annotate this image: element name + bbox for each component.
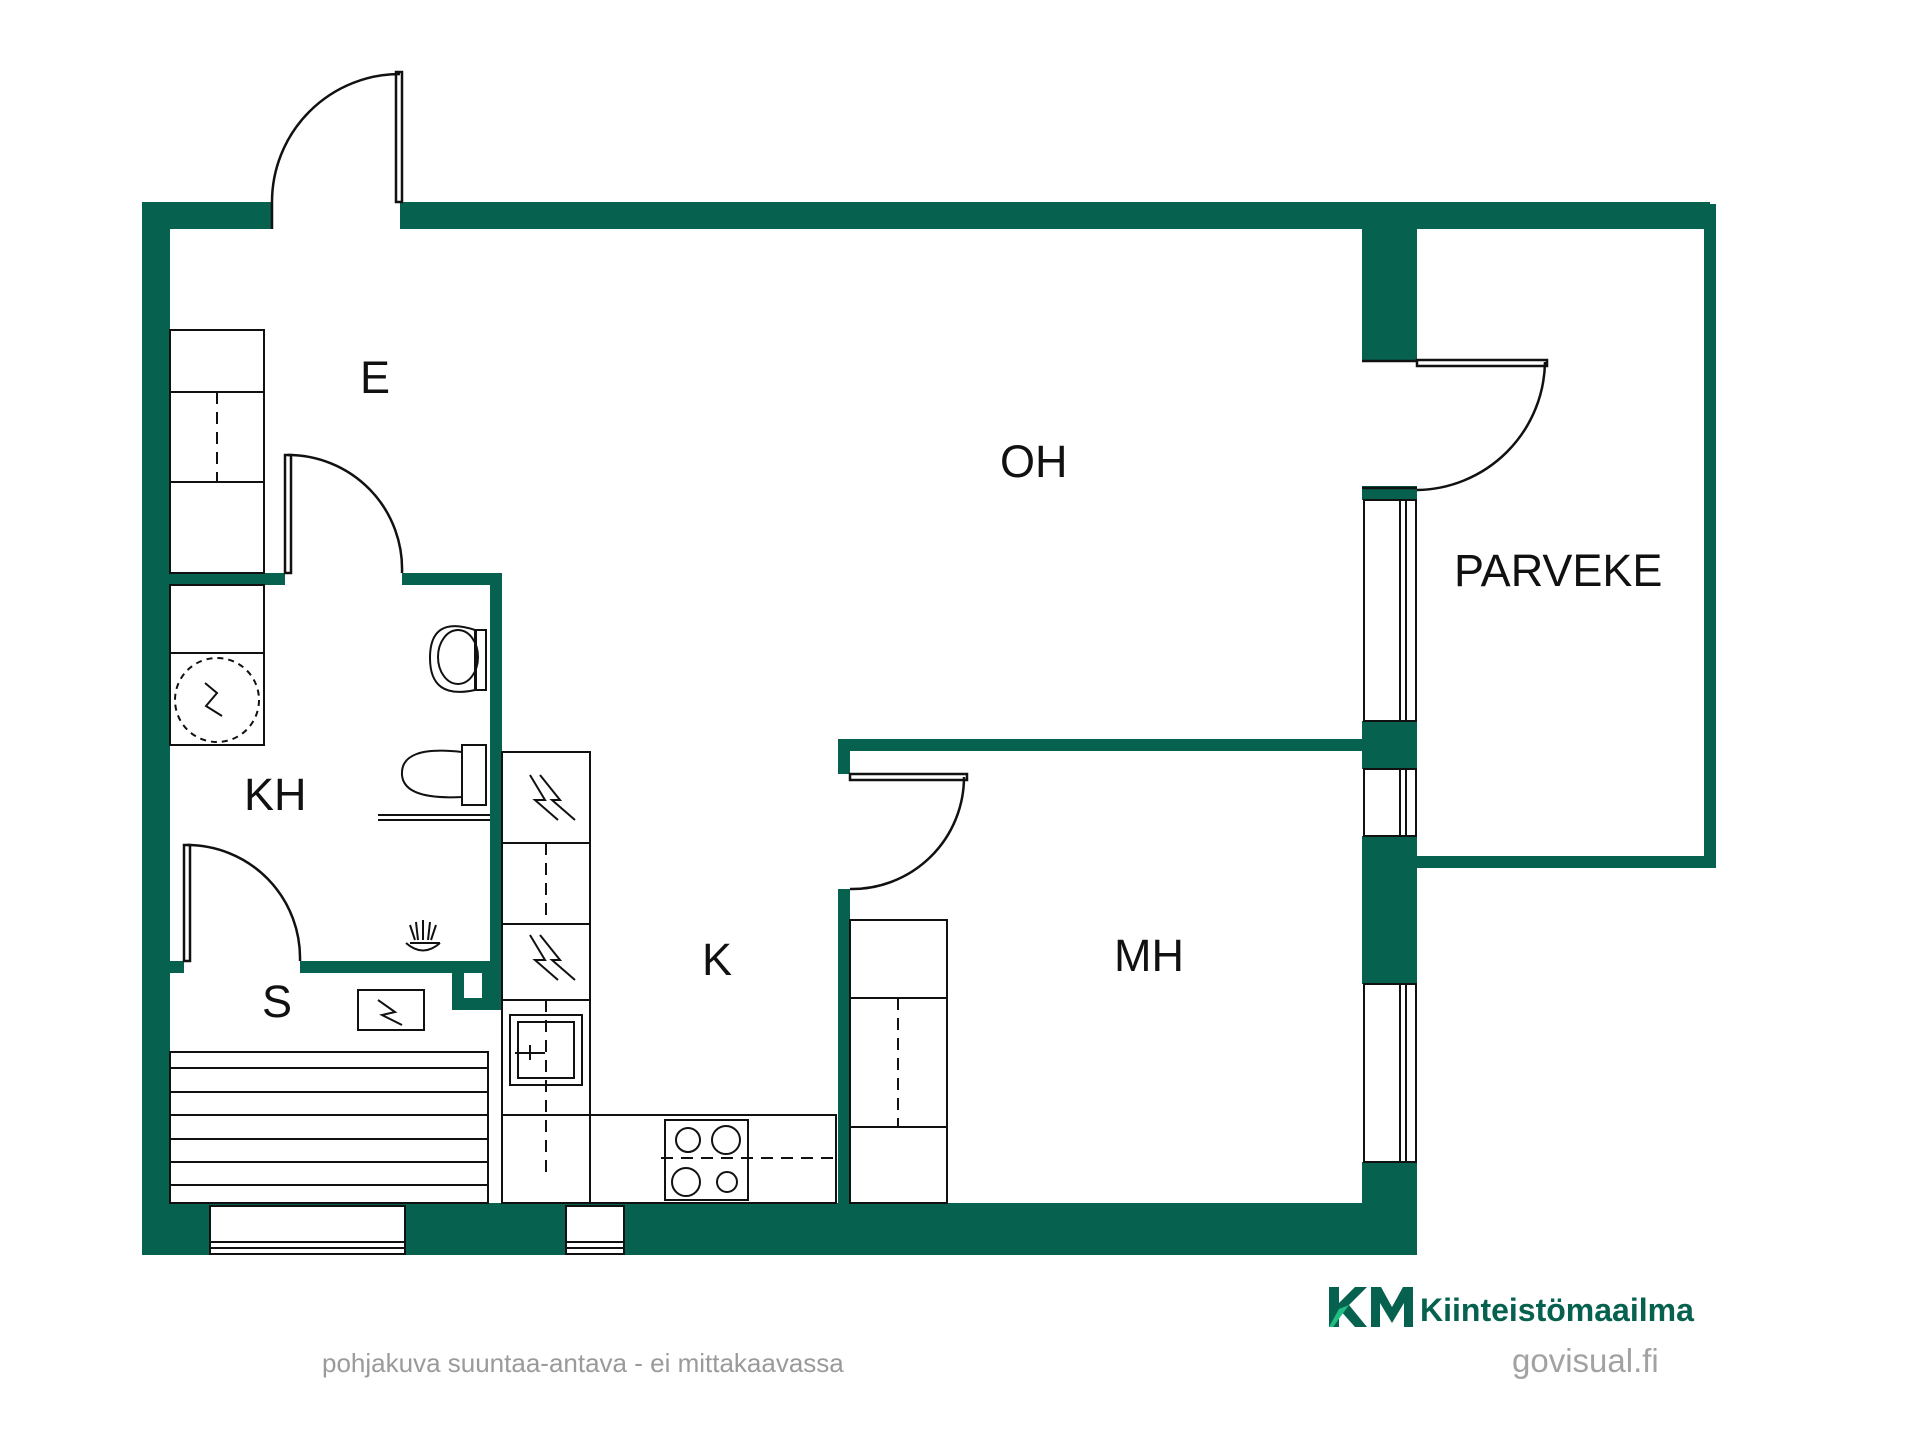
room-label-balcony: PARVEKE bbox=[1454, 545, 1662, 596]
right-windows bbox=[1363, 499, 1417, 1163]
bedroom-wardrobe bbox=[849, 919, 948, 1204]
room-label-living-room: OH bbox=[1000, 436, 1068, 487]
entry-wardrobe bbox=[169, 329, 265, 574]
sink-bathroom bbox=[428, 625, 487, 693]
sauna-benches bbox=[169, 1051, 489, 1204]
sauna-heater bbox=[357, 989, 425, 1031]
doors bbox=[182, 70, 1549, 963]
balcony-outline bbox=[1417, 204, 1716, 868]
interior-walls bbox=[170, 573, 1362, 1203]
km-logo-icon bbox=[1329, 1287, 1413, 1327]
room-label-sauna: S bbox=[262, 976, 292, 1027]
disclaimer-text: pohjakuva suuntaa-antava - ei mittakaava… bbox=[322, 1348, 844, 1378]
brand-name: Kiinteistömaailma bbox=[1420, 1292, 1694, 1328]
room-label-bathroom: KH bbox=[244, 769, 307, 820]
floor-drain bbox=[405, 920, 441, 952]
room-label-bedroom: MH bbox=[1114, 930, 1184, 981]
washing-machine bbox=[169, 584, 265, 746]
toilet bbox=[378, 744, 490, 821]
room-label-entrance: E bbox=[360, 352, 390, 403]
kitchen-counter bbox=[501, 751, 837, 1204]
room-label-kitchen: K bbox=[702, 934, 732, 985]
bottom-windows bbox=[209, 1205, 625, 1255]
credit-text: govisual.fi bbox=[1512, 1342, 1659, 1379]
